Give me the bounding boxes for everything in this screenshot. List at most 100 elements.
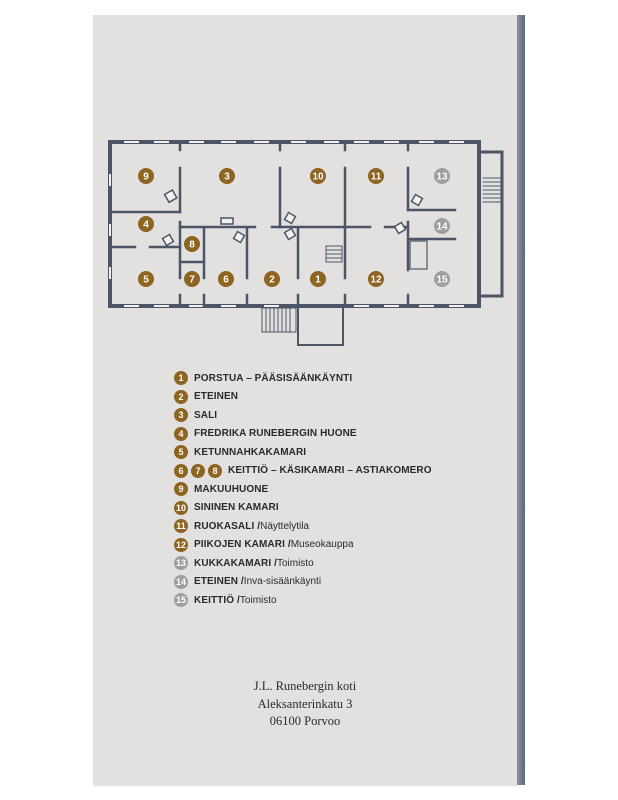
- marker-circle: [310, 271, 326, 287]
- marker-circle: [138, 216, 154, 232]
- room-marker-2: 2: [264, 271, 280, 287]
- stoves: [161, 189, 424, 247]
- room-marker-13: 13: [434, 168, 450, 184]
- marker-circle: [184, 271, 200, 287]
- legend-label: KEITTIÖ /: [194, 594, 240, 606]
- entrance-steps: [265, 307, 291, 333]
- legend-marker: 9: [174, 482, 188, 497]
- legend-sublabel: Toimisto: [276, 557, 314, 569]
- legend-marker: 2: [174, 389, 188, 404]
- legend-label: KUKKAKAMARI /: [194, 557, 277, 569]
- legend-item: 2 ETEINEN: [174, 388, 432, 407]
- marker-circle: [368, 271, 384, 287]
- marker-number: 1: [315, 275, 321, 286]
- legend-sublabel: Inva-sisäänkäynti: [243, 576, 322, 588]
- room-markers: 9 3 10 11 13 4 8 14 5 7 6 2 1 12 15: [138, 168, 450, 287]
- legend-sublabel: Toimisto: [239, 594, 277, 606]
- legend-label: FREDRIKA RUNEBERGIN HUONE: [194, 428, 357, 440]
- annex-stairs: [482, 177, 501, 203]
- marker-number: 7: [189, 275, 195, 286]
- marker-number: 6: [223, 275, 229, 286]
- legend-marker: 13: [174, 556, 188, 571]
- legend-marker: 5: [174, 445, 188, 460]
- legend-sublabel: Näyttelytila: [260, 520, 310, 532]
- legend-item: 12 PIIKOJEN KAMARI /Museokauppa: [174, 536, 432, 555]
- legend-marker: 4: [174, 426, 188, 441]
- floor-plan-walls: [108, 140, 504, 346]
- marker-circle: [434, 168, 450, 184]
- postal-city: 06100 Porvoo: [269, 714, 341, 728]
- address-block: J.L. Runebergin koti Aleksanterinkatu 3 …: [93, 678, 517, 731]
- room-legend: 1 PORSTUA – PÄÄSISÄÄNKÄYNTI 2 ETEINEN 3 SALI 4…: [174, 369, 432, 610]
- legend-item: 15 KEITTIÖ /Toimisto: [174, 591, 432, 610]
- brochure-spine-edge: [517, 15, 525, 785]
- room-marker-11: 11: [368, 168, 384, 184]
- marker-circle: [184, 236, 200, 252]
- windows: [109, 141, 464, 307]
- legend-label: PIIKOJEN KAMARI /: [194, 539, 291, 551]
- legend-marker: 7: [191, 463, 205, 478]
- room-marker-10: 10: [310, 168, 326, 184]
- legend-label: KEITTIÖ – KÄSIKAMARI – ASTIAKOMERO: [228, 465, 432, 477]
- room-marker-8: 8: [184, 236, 200, 252]
- marker-number: 11: [371, 172, 382, 183]
- marker-number: 9: [143, 172, 149, 183]
- legend-label: RUOKASALI /: [194, 520, 261, 532]
- marker-circle: [138, 168, 154, 184]
- legend-item: 11 RUOKASALI /Näyttelytila: [174, 517, 432, 536]
- legend-label: ETEINEN /: [194, 576, 244, 588]
- marker-number: 14: [436, 222, 448, 233]
- room-marker-4: 4: [138, 216, 154, 232]
- interior-stairs: [325, 249, 343, 259]
- marker-circle: [218, 271, 234, 287]
- legend-item: 5 KETUNNAHKAKAMARI: [174, 443, 432, 462]
- room-marker-6: 6: [218, 271, 234, 287]
- legend-marker: 10: [174, 500, 188, 515]
- marker-circle: [434, 218, 450, 234]
- legend-marker: 3: [174, 408, 188, 423]
- room-marker-15: 15: [434, 271, 450, 287]
- legend-marker: 11: [174, 519, 188, 534]
- room-marker-5: 5: [138, 271, 154, 287]
- legend-marker: 8: [208, 463, 222, 478]
- room-marker-3: 3: [219, 168, 235, 184]
- legend-item: 13 KUKKAKAMARI /Toimisto: [174, 554, 432, 573]
- legend-marker: 12: [174, 537, 188, 552]
- legend-label: KETUNNAHKAKAMARI: [194, 446, 307, 458]
- marker-number: 3: [224, 172, 230, 183]
- legend-item: 14 ETEINEN /Inva-sisäänkäynti: [174, 573, 432, 592]
- marker-number: 4: [143, 220, 149, 231]
- marker-number: 10: [312, 172, 324, 183]
- legend-item: 3 SALI: [174, 406, 432, 425]
- marker-circle: [138, 271, 154, 287]
- marker-circle: [264, 271, 280, 287]
- marker-circle: [310, 168, 326, 184]
- legend-item: 4 FREDRIKA RUNEBERGIN HUONE: [174, 425, 432, 444]
- legend-item: 9 MAKUUHUONE: [174, 480, 432, 499]
- room-marker-9: 9: [138, 168, 154, 184]
- room-marker-1: 1: [310, 271, 326, 287]
- legend-label: SALI: [194, 409, 218, 421]
- marker-number: 8: [189, 240, 195, 251]
- marker-circle: [219, 168, 235, 184]
- room-marker-7: 7: [184, 271, 200, 287]
- marker-number: 2: [269, 275, 275, 286]
- legend-label: MAKUUHUONE: [194, 483, 269, 495]
- legend-marker: 1: [174, 371, 188, 386]
- legend-marker: 15: [174, 593, 188, 608]
- marker-circle: [368, 168, 384, 184]
- legend-label: PORSTUA – PÄÄSISÄÄNKÄYNTI: [194, 372, 353, 384]
- marker-number: 13: [436, 172, 448, 183]
- marker-number: 15: [436, 275, 448, 286]
- legend-marker: 14: [174, 574, 188, 589]
- legend-label: ETEINEN: [194, 391, 239, 403]
- legend-item: 1 PORSTUA – PÄÄSISÄÄNKÄYNTI: [174, 369, 432, 388]
- room-marker-14: 14: [434, 218, 450, 234]
- marker-number: 5: [143, 275, 149, 286]
- legend-sublabel: Museokauppa: [290, 539, 354, 551]
- legend-marker: 6: [174, 463, 188, 478]
- room-marker-12: 12: [368, 271, 384, 287]
